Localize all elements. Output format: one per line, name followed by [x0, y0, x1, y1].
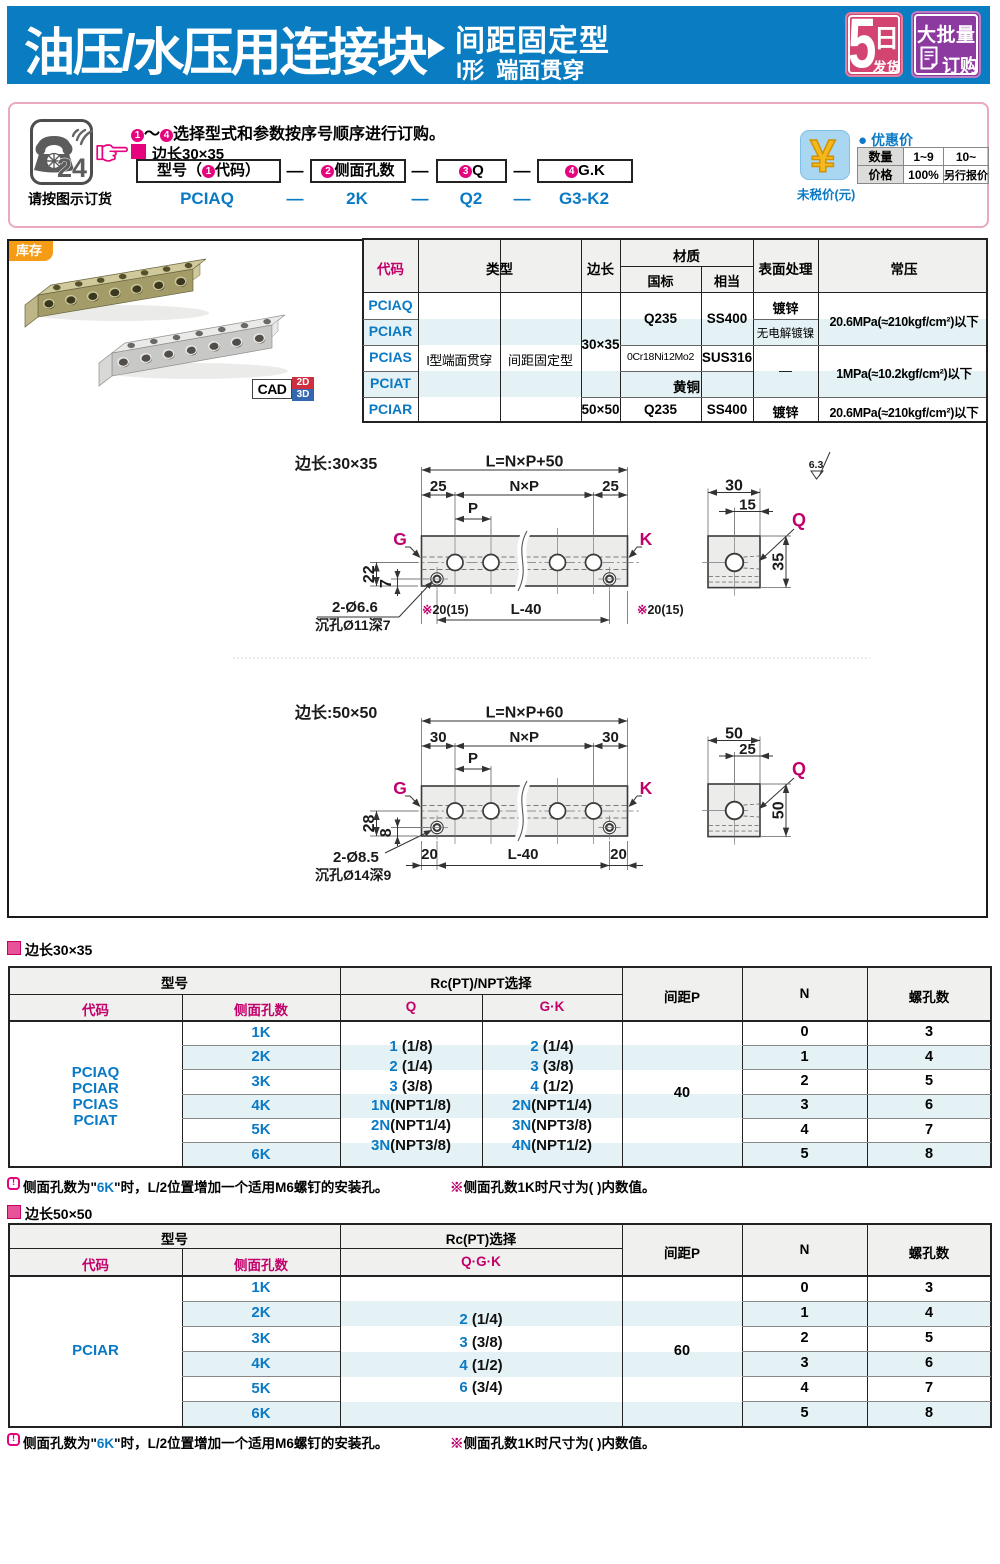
svg-text:20: 20 — [421, 846, 438, 863]
svg-text:※20(15): ※20(15) — [422, 603, 469, 617]
svg-text:6.3: 6.3 — [809, 459, 824, 471]
svg-text:2-Ø6.6: 2-Ø6.6 — [332, 599, 378, 616]
svg-text:边长:50×50: 边长:50×50 — [294, 703, 377, 722]
svg-text:2-Ø8.5: 2-Ø8.5 — [333, 849, 379, 866]
svg-text:28: 28 — [361, 815, 378, 833]
svg-text:P: P — [468, 500, 478, 517]
svg-text:L-40: L-40 — [511, 601, 542, 618]
svg-text:8: 8 — [378, 828, 395, 837]
svg-text:15: 15 — [739, 497, 756, 514]
svg-text:30: 30 — [430, 729, 447, 746]
svg-text:25: 25 — [430, 478, 447, 495]
svg-text:24: 24 — [57, 153, 87, 183]
svg-text:20: 20 — [610, 846, 627, 863]
svg-text:L-40: L-40 — [508, 846, 539, 863]
svg-text:沉孔Ø11深7: 沉孔Ø11深7 — [315, 617, 391, 633]
svg-text:沉孔Ø14深9: 沉孔Ø14深9 — [315, 867, 391, 883]
svg-text:Q: Q — [792, 510, 806, 530]
svg-text:L=N×P+60: L=N×P+60 — [486, 705, 564, 722]
svg-text:25: 25 — [602, 478, 619, 495]
svg-text:※20(15): ※20(15) — [637, 603, 684, 617]
svg-text:25: 25 — [739, 741, 756, 758]
svg-text:P: P — [468, 750, 478, 767]
svg-text:L=N×P+50: L=N×P+50 — [486, 454, 564, 471]
svg-text:50: 50 — [725, 726, 743, 743]
svg-text:30: 30 — [725, 478, 743, 495]
svg-text:7: 7 — [378, 579, 395, 588]
svg-text:G: G — [393, 778, 407, 798]
svg-text:K: K — [640, 529, 653, 549]
svg-text:35: 35 — [771, 553, 788, 571]
svg-text:30: 30 — [602, 729, 619, 746]
svg-text:Q: Q — [792, 759, 806, 779]
svg-text:N×P: N×P — [509, 729, 539, 746]
svg-text:边长:30×35: 边长:30×35 — [294, 454, 377, 473]
svg-text:G: G — [393, 529, 407, 549]
svg-text:50: 50 — [771, 801, 788, 819]
svg-text:N×P: N×P — [509, 478, 539, 495]
svg-text:22: 22 — [361, 565, 378, 583]
svg-text:K: K — [640, 778, 653, 798]
